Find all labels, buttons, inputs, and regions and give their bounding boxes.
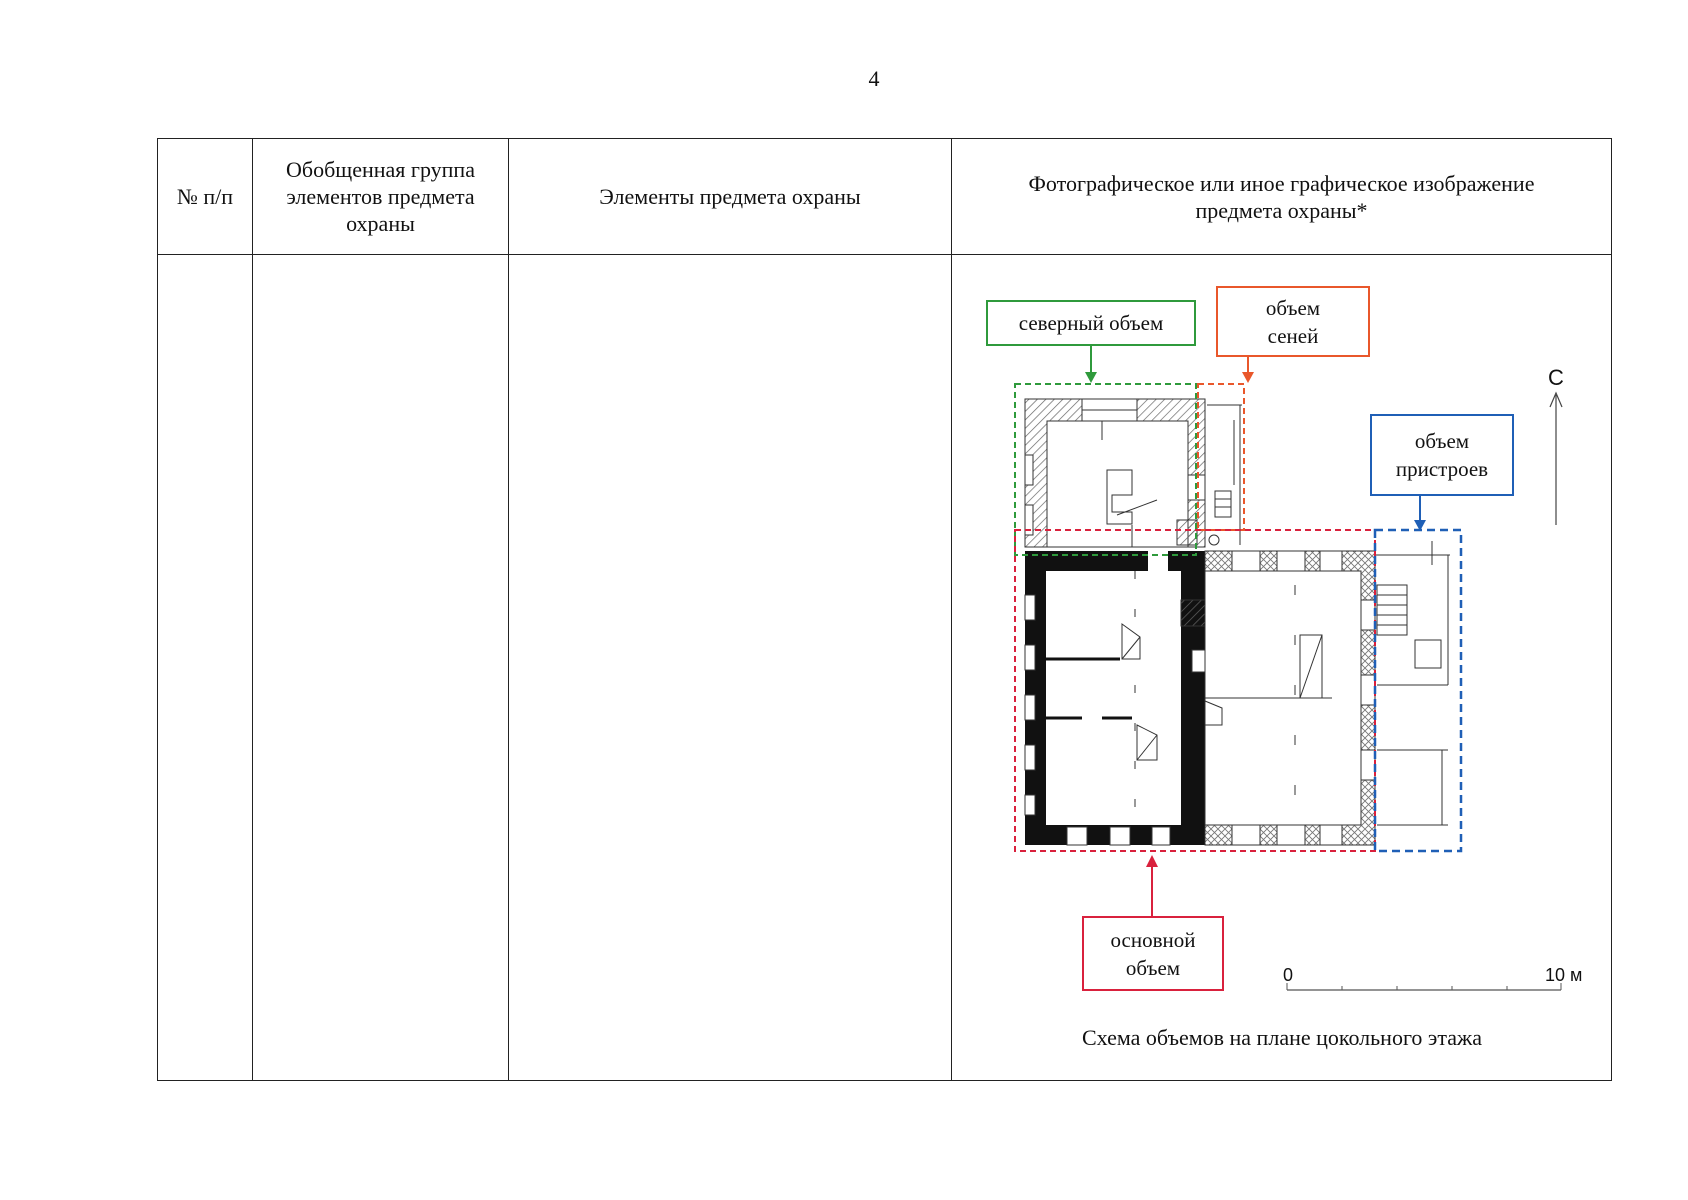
main-arrow-pointer xyxy=(1146,855,1158,916)
scale-end-label: 10 м xyxy=(1545,965,1583,985)
scale-bar xyxy=(1286,983,1562,991)
north-volume-plan xyxy=(1024,398,1206,548)
header-image: Фотографическое или иное графическое изо… xyxy=(951,138,1612,255)
cell-group xyxy=(252,254,509,1081)
protection-table: № п/п Обобщенная группа элементов предме… xyxy=(157,138,1612,1081)
header-number: № п/п xyxy=(157,138,253,255)
cell-image: северный объем объем сеней основной объе… xyxy=(951,254,1612,1081)
label-seni-volume: объем сеней xyxy=(1216,286,1370,357)
extensions-volume-outline xyxy=(1373,528,1463,853)
table-header-row: № п/п Обобщенная группа элементов предме… xyxy=(157,138,1612,255)
scale-start-label: 0 xyxy=(1283,965,1294,985)
label-north-volume: северный объем xyxy=(986,300,1196,346)
table-row: северный объем объем сеней основной объе… xyxy=(157,254,1612,1081)
cell-elements xyxy=(508,254,952,1081)
cell-number xyxy=(157,254,253,1081)
floor-plan-diagram xyxy=(1014,346,1563,991)
page-number: 4 xyxy=(868,66,880,91)
seni-volume-plan xyxy=(1207,404,1242,546)
north-volume-outline xyxy=(1014,383,1197,556)
label-main-volume: основной объем xyxy=(1082,916,1224,991)
main-volume-plan xyxy=(1024,550,1376,846)
extensions-volume-plan xyxy=(1375,541,1450,826)
label-extensions-volume: объем пристроев xyxy=(1370,414,1514,496)
seni-arrow-pointer xyxy=(1242,357,1254,383)
header-group: Обобщенная группа элементов предмета охр… xyxy=(252,138,509,255)
header-elements: Элементы предмета охраны xyxy=(508,138,952,255)
figure-caption: Схема объемов на плане цокольного этажа xyxy=(1082,1025,1482,1050)
extensions-arrow-pointer xyxy=(1414,496,1426,531)
compass-arrow-icon xyxy=(1549,391,1563,525)
north-arrow-pointer xyxy=(1085,346,1097,383)
compass-north-label: С xyxy=(1548,365,1564,390)
